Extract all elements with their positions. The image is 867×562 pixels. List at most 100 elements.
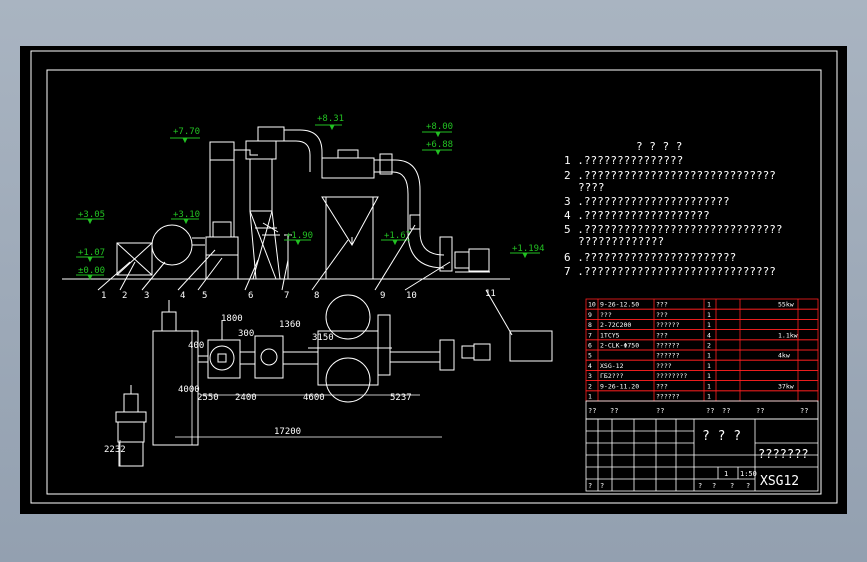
elevation-label: +3.10	[173, 210, 200, 220]
bom-cell-qty: 1	[707, 311, 711, 319]
bom-cell-remark: 4kw	[778, 352, 790, 360]
scale-value: 1:50	[740, 470, 757, 478]
callout-number: 4	[180, 291, 185, 301]
dimension-label: 1800	[221, 314, 243, 324]
callout-number: 10	[406, 291, 417, 301]
bom-cell-no: 9	[588, 311, 592, 319]
callout-number: 2	[122, 291, 127, 301]
bom-header-cell: ??	[756, 407, 764, 415]
plan-view	[115, 294, 491, 467]
bom-header-cell: ??	[722, 407, 730, 415]
bom-cell-remark: 37kw	[778, 382, 794, 390]
title-main: ? ? ?	[702, 429, 741, 444]
dimension-label: 400	[188, 341, 204, 351]
bom-cell-name: ??????	[656, 393, 680, 401]
note-line: ?????????????	[578, 235, 664, 248]
bom-cell-qty: 1	[707, 372, 711, 380]
callout-number: 6	[248, 291, 253, 301]
bom-cell-name: ???	[656, 311, 668, 319]
callout-numbers: 1 2 3 4 5 6 7 8 9 10 11	[101, 289, 496, 301]
drawing-number: XSG12	[760, 474, 799, 489]
callout-number: 7	[284, 291, 289, 301]
bom-cell-qty: 1	[707, 393, 711, 401]
callout-number: 3	[144, 291, 149, 301]
note-line: 4 .???????????????????	[564, 209, 710, 222]
bom-cell-name: ??????	[656, 342, 680, 350]
elevation-label: +1.194	[512, 244, 545, 254]
bom-cell-no: 5	[588, 352, 592, 360]
bom-header-cell: ??	[800, 407, 808, 415]
title-block	[585, 418, 819, 492]
dimension-label: 3150	[312, 333, 334, 343]
bom-cell-qty: 1	[707, 301, 711, 309]
callout-number: 11	[485, 289, 496, 299]
bom-cell-code: 1TCY5	[600, 331, 620, 339]
bom-cell-code: 9-26-11.20	[600, 382, 639, 390]
bom-cell-name: ???	[656, 301, 668, 309]
note-line: 3 .??????????????????????	[564, 195, 730, 208]
dimension-label: 1360	[279, 320, 301, 330]
bom-header-cell: ??	[588, 407, 596, 415]
bom-cell-code: 2-72C200	[600, 321, 631, 329]
dimension-label: 4000	[178, 385, 200, 395]
note-line: 2 .?????????????????????????????	[564, 169, 776, 182]
bom-cell-no: 1	[588, 393, 592, 401]
callout-number: 8	[314, 291, 319, 301]
elevation-label: +6.88	[426, 140, 453, 150]
callout-number: 9	[380, 291, 385, 301]
dimension-label: 17200	[274, 427, 301, 437]
bom-header-cell: ??	[610, 407, 618, 415]
bom-header-cell: ??	[706, 407, 714, 415]
elevation-label: +1.90	[286, 231, 313, 241]
note-line: ????	[578, 181, 605, 194]
bom-row: 3 ГБ2??????????? 1	[585, 369, 819, 381]
elevation-labels: +7.70 +8.31 +8.00 +6.88 +3.05 +3.10 +1.9…	[78, 114, 545, 276]
bom-cell-name: ????????	[656, 372, 687, 380]
bom-cell-qty: 1	[707, 321, 711, 329]
notes-block: ? ? ? ? 1 .??????????????? 2 .??????????…	[564, 140, 783, 278]
sheet-value: 1	[724, 470, 728, 478]
elevation-view	[62, 126, 553, 362]
elevation-label: +7.70	[173, 127, 200, 137]
bom-header: ?? ?? ?? ?? ?? ?? ??	[588, 407, 808, 415]
sheet-background	[20, 46, 847, 514]
bom-cell-no: 10	[588, 301, 596, 309]
callout-number: 1	[101, 291, 106, 301]
plan-dimensions	[119, 330, 442, 466]
bom-cell-code: ???	[600, 311, 612, 319]
bom-cell-name: ???	[656, 382, 668, 390]
bom-cell-name: ???	[656, 331, 668, 339]
title-small-label: ?	[588, 482, 592, 490]
elevation-label: +8.00	[426, 122, 453, 132]
dimension-label: 300	[238, 329, 254, 339]
bom-cell-code: XSG-12	[600, 362, 624, 370]
bom-cell-qty: 1	[707, 362, 711, 370]
bom-cell-code: ГБ2???	[600, 372, 624, 380]
bom-cell-name: ????	[656, 362, 672, 370]
bom-cell-name: ??????	[656, 352, 680, 360]
bom-cell-qty: 1	[707, 352, 711, 360]
title-small-label: ?	[712, 482, 716, 490]
bom-cell-qty: 4	[707, 331, 711, 339]
bom-cell-name: ??????	[656, 321, 680, 329]
title-small-label: ?	[600, 482, 604, 490]
bom-header-cell: ??	[656, 407, 664, 415]
title-small-label: ?	[746, 482, 750, 490]
elevation-label: +1.07	[78, 248, 105, 258]
title-small-label: ?	[730, 482, 734, 490]
bom-cell-no: 2	[588, 382, 592, 390]
dimension-label: 2232	[104, 445, 126, 455]
plan-dimension-labels: 1800 300 1360 400 3150 4000 2550 2400 46…	[104, 314, 412, 455]
notes-heading: ? ? ? ?	[636, 140, 682, 153]
elevation-label: +3.05	[78, 210, 105, 220]
note-line: 6 .???????????????????????	[564, 251, 736, 264]
bom-cell-remark: 1.1kw	[778, 331, 798, 339]
elevation-label: +8.31	[317, 114, 344, 124]
title-subtitle: ???????	[758, 447, 809, 461]
dimension-label: 5237	[390, 393, 412, 403]
bom-cell-no: 3	[588, 372, 592, 380]
dimension-label: 4600	[303, 393, 325, 403]
bom-cell-no: 4	[588, 362, 592, 370]
bom-cell-no: 6	[588, 342, 592, 350]
